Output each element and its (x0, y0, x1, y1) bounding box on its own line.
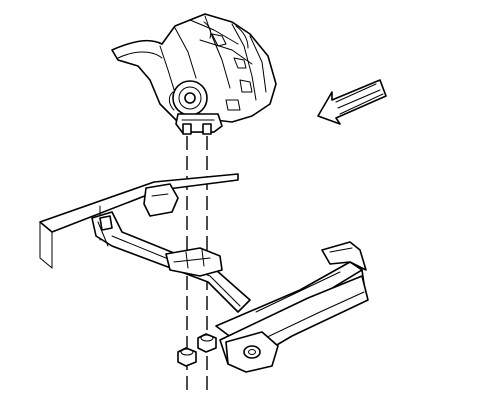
frame-rail (39, 173, 239, 269)
transmission-case (111, 13, 277, 135)
forward-direction-arrow-icon (317, 79, 387, 125)
mount-nut-left (177, 347, 197, 367)
crossmember (91, 211, 369, 373)
mount-nut-right (197, 333, 217, 353)
